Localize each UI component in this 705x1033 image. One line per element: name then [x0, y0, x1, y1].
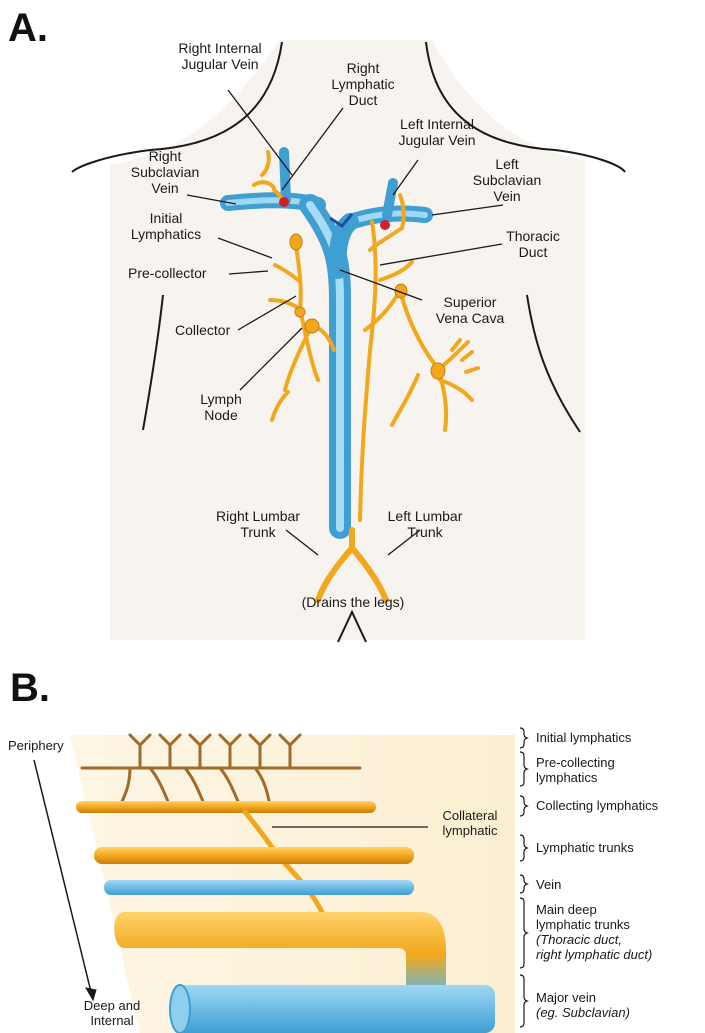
- label-right-lumbar-trunk: Right Lumbar Trunk: [198, 508, 318, 540]
- collecting-lymphatic-vessel: [76, 801, 376, 813]
- major-vein-vessel: [175, 985, 495, 1033]
- label-thoracic-duct: Thoracic Duct: [488, 228, 578, 260]
- label-periphery: Periphery: [8, 738, 64, 753]
- thoracic-duct-junction-dot: [380, 220, 390, 230]
- label-lymph-node: Lymph Node: [186, 391, 256, 423]
- label-left-lumbar-trunk: Left Lumbar Trunk: [375, 508, 475, 540]
- label-right-lymphatic-duct: Right Lymphatic Duct: [318, 60, 408, 108]
- level-label-vein: Vein: [536, 877, 561, 892]
- level-label-initial-lymphatics: Initial lymphatics: [536, 730, 631, 745]
- vein-vessel: [104, 880, 414, 895]
- right-duct-junction-dot: [279, 197, 289, 207]
- label-right-internal-jugular-vein: Right Internal Jugular Vein: [140, 40, 300, 72]
- level-sub-major-vein: (eg. Subclavian): [536, 1005, 630, 1020]
- right-internal-jugular: [284, 152, 286, 200]
- label-left-internal-jugular-vein: Left Internal Jugular Vein: [372, 116, 502, 148]
- left-internal-jugular: [387, 183, 393, 215]
- lymphatic-trunk-vessel: [94, 847, 414, 864]
- level-braces: [520, 728, 527, 1027]
- label-left-subclavian-vein: Left Subclavian Vein: [462, 156, 552, 204]
- label-initial-lymphatics: Initial Lymphatics: [106, 210, 226, 242]
- label-deep-and-internal: Deep and Internal: [72, 998, 152, 1028]
- level-label-main-deep-trunks: Main deep lymphatic trunks: [536, 902, 630, 932]
- label-drains-the-legs: (Drains the legs): [278, 594, 428, 610]
- label-superior-vena-cava: Superior Vena Cava: [420, 294, 520, 326]
- periphery-arrow: [34, 760, 93, 1000]
- level-label-major-vein: Major vein: [536, 990, 596, 1005]
- label-right-subclavian-vein: Right Subclavian Vein: [110, 148, 220, 196]
- level-label-lymphatic-trunks: Lymphatic trunks: [536, 840, 634, 855]
- label-pre-collector: Pre-collector: [128, 265, 207, 281]
- level-sub-main-deep-trunks: (Thoracic duct, right lymphatic duct): [536, 932, 652, 962]
- level-label-pre-collecting: Pre-collecting lymphatics: [536, 755, 615, 785]
- label-collector: Collector: [175, 322, 230, 338]
- label-collateral-lymphatic: Collateral lymphatic: [425, 808, 515, 838]
- panel-b-letter: B.: [10, 668, 50, 708]
- level-label-collecting: Collecting lymphatics: [536, 798, 658, 813]
